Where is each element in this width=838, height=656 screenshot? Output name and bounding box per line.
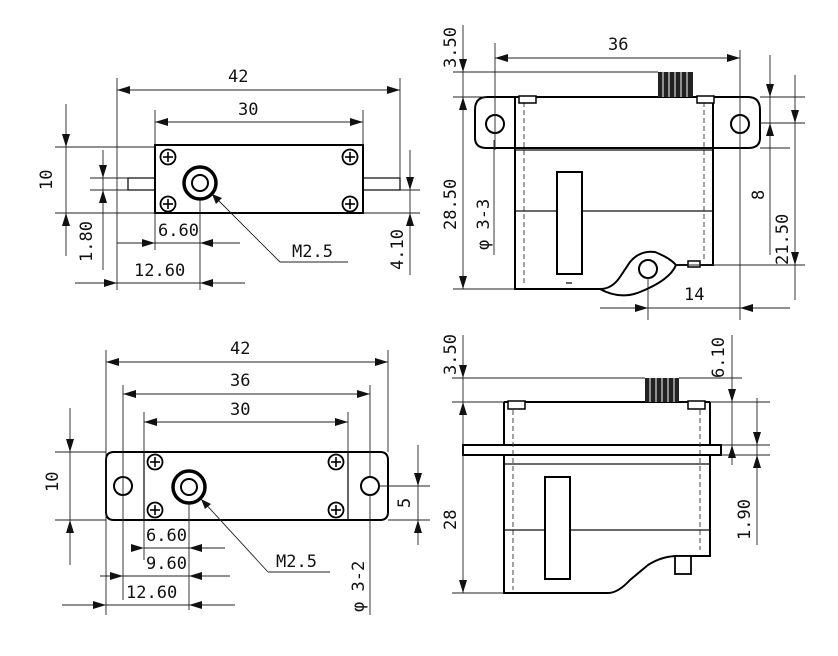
dim-right-4-10: 4.10 — [388, 229, 408, 270]
screw-icon — [341, 195, 359, 213]
label-window — [544, 476, 571, 580]
dim-horn-top-3-50: 3.50 — [441, 27, 461, 68]
dim-width-42: 42 — [230, 339, 250, 359]
dim-flange-1-90: 1.90 — [735, 499, 755, 540]
dim-mid-8: 8 — [749, 190, 769, 200]
bottom-right-view: 3.50 28 6.10 1.90 — [441, 334, 770, 594]
dim-width-42: 42 — [228, 67, 248, 87]
dim-offset-12-60: 12.60 — [134, 261, 185, 281]
servo-case-outline — [514, 97, 714, 290]
dim-width-36: 36 — [608, 35, 628, 55]
dim-right-top-6-10: 6.10 — [709, 337, 729, 378]
dim-horn-top-3-50: 3.50 — [441, 334, 461, 375]
mounting-flange — [474, 96, 761, 149]
dim-height-28: 28 — [441, 510, 461, 530]
thread-label-m2-5: M2.5 — [292, 242, 333, 262]
dim-height-10: 10 — [37, 170, 57, 190]
screw-icon — [159, 148, 177, 166]
screw-icon — [327, 501, 345, 519]
mounting-tab-right — [363, 177, 401, 191]
top-left-view: 42 30 10 1.80 6.60 12.60 M2.5 — [37, 67, 420, 290]
dim-offset-6-60: 6.60 — [146, 526, 187, 546]
dim-span-36: 36 — [230, 371, 250, 391]
screw-icon — [327, 453, 345, 471]
screw-icon — [341, 148, 359, 166]
pivot-hole — [638, 259, 658, 279]
label-window — [556, 171, 583, 275]
hole-label-phi-3-3: φ 3-3 — [474, 199, 494, 250]
output-shaft-icon — [171, 469, 207, 505]
hole-label-phi-3-2: φ 3-2 — [349, 561, 369, 612]
servo-body-outline — [154, 144, 364, 214]
dim-right-5: 5 — [395, 498, 415, 508]
mount-hole-right — [360, 476, 380, 496]
dim-offset-6-60: 6.60 — [158, 221, 199, 241]
output-shaft-icon — [182, 165, 218, 201]
screw-icon — [146, 501, 164, 519]
dim-offset-12-60: 12.60 — [126, 583, 177, 603]
dim-offset-9-60: 9.60 — [146, 554, 187, 574]
dim-height-10: 10 — [43, 472, 63, 492]
dim-span-30: 30 — [230, 400, 250, 420]
dim-lower-21-50: 21.50 — [773, 214, 793, 265]
top-right-view: 3.50 28.50 φ 3-3 36 8 21.50 14 — [441, 25, 805, 320]
mounting-tab-left — [127, 177, 155, 191]
thread-label-m2-5: M2.5 — [276, 552, 317, 572]
dim-flange-1-80: 1.80 — [77, 221, 97, 262]
mounting-flange — [462, 444, 722, 456]
servo-case-outline — [503, 402, 711, 594]
pivot-pin — [674, 555, 692, 575]
screw-icon — [146, 453, 164, 471]
dim-hole-span-30: 30 — [238, 100, 258, 120]
dim-height-28-50: 28.50 — [441, 179, 461, 230]
dim-offset-14: 14 — [684, 285, 704, 305]
screw-icon — [159, 195, 177, 213]
bottom-left-view: 42 36 30 10 5 6.60 9.60 12.60 — [43, 339, 430, 615]
